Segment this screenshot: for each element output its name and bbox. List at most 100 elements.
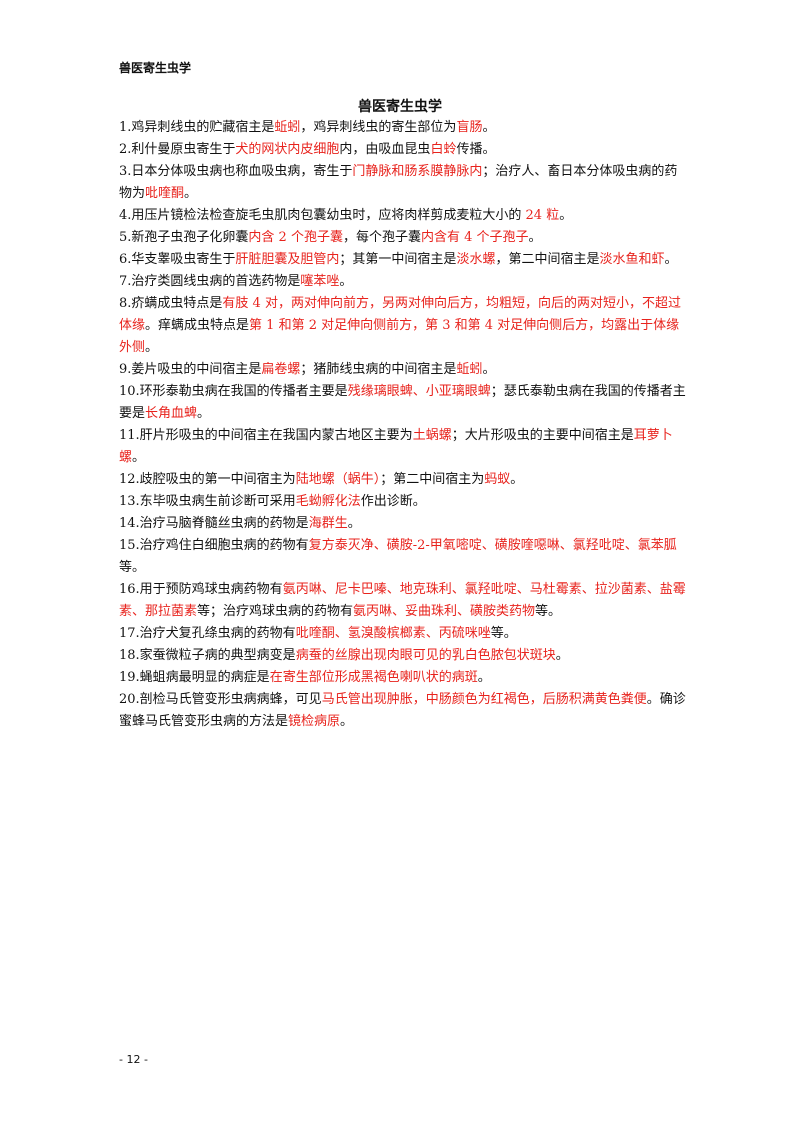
question-item: 15.治疗鸡住白细胞虫病的药物有复方泰灭净、磺胺-2-甲氧嘧啶、磺胺喹噁啉、氯羟… — [119, 535, 687, 579]
answer-highlight: 氨丙啉、尼卡巴嗪、地克珠利、氯羟吡啶、马杜霉素、拉沙菌素、盐霉素、那拉菌素 — [119, 582, 686, 619]
question-item: 12.歧腔吸虫的第一中间宿主为陆地螺（蜗牛）；第二中间宿主为蚂蚁。 — [119, 469, 687, 491]
question-text: 6.华支睾吸虫寄生于 — [119, 252, 236, 267]
answer-highlight: 淡水螺 — [456, 252, 496, 267]
question-text: 。 — [528, 230, 542, 245]
question-item: 16.用于预防鸡球虫病药物有氨丙啉、尼卡巴嗪、地克珠利、氯羟吡啶、马杜霉素、拉沙… — [119, 579, 687, 623]
question-text: 。痒螨成虫特点是 — [145, 318, 250, 333]
question-text: 。确诊蜜蜂马氏管变形虫病的方法是 — [119, 692, 686, 729]
answer-highlight: 蚯蚓 — [274, 120, 301, 135]
question-item: 2.利什曼原虫寄生于犬的网状内皮细胞内，由吸血昆虫白蛉传播。 — [119, 139, 687, 161]
question-text: 。 — [340, 714, 354, 729]
question-text: 。 — [197, 406, 211, 421]
question-text: 。 — [510, 472, 524, 487]
question-text: ；第二中间宿主为 — [380, 472, 485, 487]
question-text: ，鸡异刺线虫的寄生部位为 — [300, 120, 457, 135]
question-item: 13.东毕吸虫病生前诊断可采用毛蚴孵化法作出诊断。 — [119, 491, 687, 513]
answer-highlight: 复方泰灭净、磺胺-2-甲氧嘧啶、磺胺喹噁啉、氯羟吡啶、氯苯胍 — [308, 538, 677, 553]
answer-highlight: 陆地螺（蜗牛） — [295, 472, 381, 487]
answer-highlight: 耳萝卜螺 — [119, 428, 673, 465]
question-text: ；其第一中间宿主是 — [339, 252, 457, 267]
question-text: 。 — [132, 450, 146, 465]
question-text: 16.用于预防鸡球虫病药物有 — [119, 582, 283, 597]
question-item: 20.剖检马氏管变形虫病病蜂，可见马氏管出现肿胀，中肠颜色为红褐色，后肠积满黄色… — [119, 689, 687, 733]
running-header: 兽医寄生虫学 — [119, 61, 192, 75]
question-text: 11.肝片形吸虫的中间宿主在我国内蒙古地区主要为 — [119, 428, 413, 443]
question-text: 8.疥螨成虫特点是 — [119, 296, 223, 311]
answer-highlight: 有肢 4 对，两对伸向前方，另两对伸向后方，均粗短，向后的两对短小，不超过体缘 — [119, 296, 681, 333]
question-item: 14.治疗马脑脊髓丝虫病的药物是海群生。 — [119, 513, 687, 535]
answer-highlight: 第 1 和第 2 对足伸向侧前方，第 3 和第 4 对足伸向侧后方，均露出于体缘… — [119, 318, 680, 355]
answer-highlight: 吡喹酮 — [145, 186, 185, 201]
answer-highlight: 犬的网状内皮细胞 — [235, 142, 340, 157]
question-text: 。 — [145, 340, 159, 355]
answer-highlight: 海群生 — [308, 516, 348, 531]
question-text: 。 — [477, 670, 491, 685]
answer-highlight: 吡喹酮、氢溴酸槟榔素、丙硫咪唑 — [295, 626, 491, 641]
question-text: 15.治疗鸡住白细胞虫病的药物有 — [119, 538, 309, 553]
question-text: 5.新孢子虫孢子化卵囊 — [119, 230, 249, 245]
page-number: - 12 - — [119, 1053, 148, 1066]
question-text: ；猪肺线虫病的中间宿主是 — [300, 362, 457, 377]
question-text: 等；治疗鸡球虫病的药物有 — [197, 604, 354, 619]
answer-highlight: 蚂蚁 — [484, 472, 511, 487]
question-text: 等。 — [490, 626, 517, 641]
question-text: ；瑟氏泰勒虫病在我国的传播者主要是 — [119, 384, 686, 421]
answer-highlight: 门静脉和肠系膜静脉内 — [352, 164, 483, 179]
question-text: 2.利什曼原虫寄生于 — [119, 142, 236, 157]
answer-highlight: 噻苯唑 — [300, 274, 340, 289]
question-text: 10.环形泰勒虫病在我国的传播者主要是 — [119, 384, 348, 399]
answer-highlight: 内含有 4 个子孢子 — [420, 230, 529, 245]
question-item: 9.姜片吸虫的中间宿主是扁卷螺；猪肺线虫病的中间宿主是蚯蚓。 — [119, 359, 687, 381]
question-text: 。 — [339, 274, 353, 289]
question-text: 14.治疗马脑脊髓丝虫病的药物是 — [119, 516, 309, 531]
answer-highlight: 24 粒 — [521, 208, 560, 223]
answer-highlight: 在寄生部位形成黑褐色喇叭状的病斑 — [269, 670, 478, 685]
question-text: ；大片形吸虫的主要中间宿主是 — [451, 428, 634, 443]
question-item: 19.蝇蛆病最明显的病症是在寄生部位形成黑褐色喇叭状的病斑。 — [119, 667, 687, 689]
answer-highlight: 氨丙啉、妥曲珠利、磺胺类药物 — [353, 604, 536, 619]
answer-highlight: 镜检病原 — [288, 714, 341, 729]
question-item: 10.环形泰勒虫病在我国的传播者主要是残缘璃眼蜱、小亚璃眼蜱；瑟氏泰勒虫病在我国… — [119, 381, 687, 425]
answer-highlight: 扁卷螺 — [261, 362, 301, 377]
question-item: 8.疥螨成虫特点是有肢 4 对，两对伸向前方，另两对伸向后方，均粗短，向后的两对… — [119, 293, 687, 359]
question-text: 19.蝇蛆病最明显的病症是 — [119, 670, 270, 685]
question-text: ，每个孢子囊 — [342, 230, 421, 245]
question-text: ；治疗人、畜日本分体吸虫病的药物为 — [119, 164, 678, 201]
question-item: 11.肝片形吸虫的中间宿主在我国内蒙古地区主要为土蜗螺；大片形吸虫的主要中间宿主… — [119, 425, 687, 469]
question-item: 17.治疗犬复孔绦虫病的药物有吡喹酮、氢溴酸槟榔素、丙硫咪唑等。 — [119, 623, 687, 645]
answer-highlight: 病蚕的丝腺出现肉眼可见的乳白色脓包状斑块 — [295, 648, 556, 663]
question-item: 5.新孢子虫孢子化卵囊内含 2 个孢子囊，每个孢子囊内含有 4 个子孢子。 — [119, 227, 687, 249]
answer-highlight: 肝脏胆囊及胆管内 — [235, 252, 340, 267]
question-text: 18.家蚕微粒子病的典型病变是 — [119, 648, 296, 663]
question-item: 1.鸡异刺线虫的贮藏宿主是蚯蚓，鸡异刺线虫的寄生部位为盲肠。 — [119, 117, 687, 139]
question-text: 等。 — [119, 560, 146, 575]
answer-highlight: 蚯蚓 — [456, 362, 483, 377]
question-text: 3.日本分体吸虫病也称血吸虫病，寄生于 — [119, 164, 353, 179]
question-text: 。 — [664, 252, 678, 267]
question-text: 。 — [347, 516, 361, 531]
question-item: 3.日本分体吸虫病也称血吸虫病，寄生于门静脉和肠系膜静脉内；治疗人、畜日本分体吸… — [119, 161, 687, 205]
question-item: 4.用压片镜检法检查旋毛虫肌肉包囊幼虫时，应将肉样剪成麦粒大小的 24 粒。 — [119, 205, 687, 227]
answer-highlight: 盲肠 — [456, 120, 483, 135]
question-text: 20.剖检马氏管变形虫病病蜂，可见 — [119, 692, 322, 707]
question-text: 17.治疗犬复孔绦虫病的药物有 — [119, 626, 296, 641]
question-text: 等。 — [535, 604, 562, 619]
question-text: 作出诊断。 — [360, 494, 426, 509]
answer-highlight: 毛蚴孵化法 — [295, 494, 361, 509]
question-item: 7.治疗类圆线虫病的首选药物是噻苯唑。 — [119, 271, 687, 293]
question-text: 。 — [482, 362, 496, 377]
answer-highlight: 土蜗螺 — [412, 428, 452, 443]
question-text: 。 — [184, 186, 198, 201]
answer-highlight: 淡水鱼和虾 — [599, 252, 665, 267]
question-text: 7.治疗类圆线虫病的首选药物是 — [119, 274, 301, 289]
page-title: 兽医寄生虫学 — [358, 99, 442, 115]
answer-highlight: 马氏管出现肿胀，中肠颜色为红褐色，后肠积满黄色粪便 — [321, 692, 647, 707]
question-list: 1.鸡异刺线虫的贮藏宿主是蚯蚓，鸡异刺线虫的寄生部位为盲肠。2.利什曼原虫寄生于… — [119, 117, 687, 733]
question-text: 内，由吸血昆虫 — [339, 142, 431, 157]
question-text: 。 — [559, 208, 573, 223]
question-text: 1.鸡异刺线虫的贮藏宿主是 — [119, 120, 275, 135]
question-text: 。 — [555, 648, 569, 663]
question-text: 4.用压片镜检法检查旋毛虫肌肉包囊幼虫时，应将肉样剪成麦粒大小的 — [119, 208, 522, 223]
question-text: 13.东毕吸虫病生前诊断可采用 — [119, 494, 296, 509]
question-text: 9.姜片吸虫的中间宿主是 — [119, 362, 262, 377]
